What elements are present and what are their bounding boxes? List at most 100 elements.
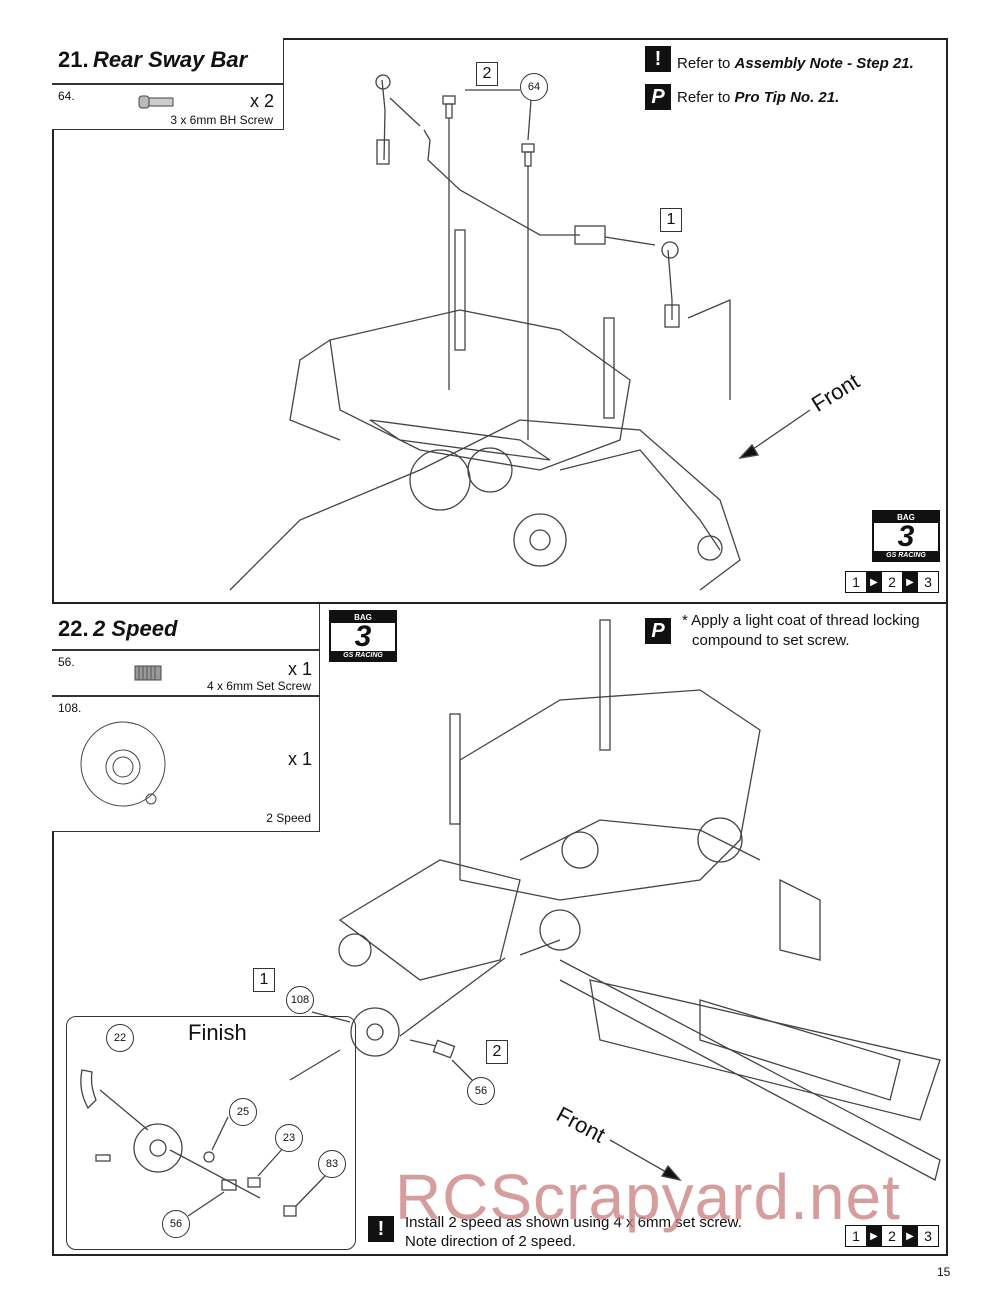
arrow-right-icon: ▶ [867, 571, 881, 593]
part-desc: 3 x 6mm BH Screw [170, 113, 273, 127]
s21-sway-collar [574, 225, 606, 245]
step22-heading: 22. 2 Speed [58, 616, 177, 642]
step22-bag-badge: BAG 3 GS RACING [329, 610, 397, 662]
bag-number: 3 [354, 620, 372, 653]
note-prefix: Refer to [677, 55, 735, 72]
note-emph: Assembly Note - Step 21. [734, 55, 914, 72]
seq-3: 3 [917, 1225, 939, 1247]
s21-upper-deck [329, 309, 631, 471]
s21-leader-1 [604, 236, 656, 246]
step22-title: 2 Speed [93, 616, 178, 641]
finish-leader-25 [211, 1116, 229, 1151]
finish-pin [95, 1154, 111, 1162]
two-speed-icon [78, 719, 168, 809]
page-number: 15 [937, 1265, 951, 1279]
s22-upper-deck [459, 689, 761, 901]
s22-diff [561, 831, 599, 869]
seq-2: 2 [881, 1225, 903, 1247]
part-id: 64. [58, 89, 75, 103]
finish-2speed-body [133, 1123, 183, 1173]
step22-part-108: 108. x 1 2 Speed [52, 696, 320, 832]
finish-spring-23 [247, 1177, 261, 1188]
finish-pointer [289, 1049, 341, 1081]
step21-note-assembly: Refer to Assembly Note - Step 21. [677, 55, 914, 72]
s21-leader-link [687, 299, 731, 400]
bag-brand: GS RACING [331, 651, 395, 661]
s21-pulley-hub [529, 529, 551, 551]
warning-icon: ! [368, 1216, 394, 1242]
step22-note-line1: Install 2 speed as shown using 4 x 6mm s… [405, 1214, 742, 1231]
step-divider [52, 602, 948, 604]
finish-callout-56: 56 [162, 1210, 190, 1238]
s21-screw-b-shank [524, 151, 532, 167]
s22-2speed-hole [366, 1023, 384, 1041]
finish-callout-25: 25 [229, 1098, 257, 1126]
step21-callout-box-2: 2 [476, 62, 498, 86]
step21-title-box: 21. Rear Sway Bar [52, 38, 284, 84]
s22-bearing [539, 909, 581, 951]
s21-post-right [603, 317, 615, 419]
s21-ball-end-top [375, 74, 391, 90]
bag-brand: GS RACING [874, 551, 938, 561]
step21-sequence: 1 ▶ 2 ▶ 3 [845, 570, 939, 594]
s21-screw-a-shank [445, 103, 453, 119]
s22-leader-56 [451, 1059, 473, 1081]
seq-2: 2 [881, 571, 903, 593]
finish-ball-25 [203, 1151, 215, 1163]
s21-front-arrowhead [738, 443, 760, 459]
pro-tip-icon: P [645, 618, 671, 644]
step22-callout-56: 56 [467, 1077, 495, 1105]
step21-note-protip: Refer to Pro Tip No. 21. [677, 89, 839, 106]
s21-chassis-outline [229, 419, 741, 591]
part-qty: x 1 [288, 749, 313, 769]
arrow-right-icon: ▶ [903, 571, 917, 593]
s21-diff-left [409, 449, 471, 511]
step22-sequence: 1 ▶ 2 ▶ 3 [845, 1224, 939, 1248]
step22-pro-tip-line1: * Apply a light coat of thread locking [682, 612, 920, 629]
finish-detail-box [66, 1016, 356, 1250]
step21-number: 21. [58, 47, 89, 72]
seq-1: 1 [845, 1225, 867, 1247]
part-desc: 2 Speed [266, 811, 311, 825]
s22-leader-axle [399, 957, 506, 1037]
s21-screw-a-head [442, 95, 456, 105]
watermark: RCScrapyard.net [395, 1161, 901, 1233]
finish-leader-83 [295, 1175, 326, 1207]
s22-chassis-edge [559, 959, 941, 1181]
s22-arm-left [338, 859, 521, 981]
s21-link-right-top [661, 241, 679, 259]
s21-link-right [667, 249, 673, 320]
s22-bulkhead [519, 819, 761, 861]
part-desc: 4 x 6mm Set Screw [206, 679, 311, 693]
seq-1: 1 [845, 571, 867, 593]
s22-chassis-plate [589, 979, 941, 1121]
finish-leader-56 [187, 1191, 225, 1217]
s21-leader-ball [389, 97, 421, 127]
s22-hub-left [338, 933, 372, 967]
s22-post-left [449, 713, 461, 825]
s22-2speed-body [350, 1007, 400, 1057]
finish-leader-23 [257, 1145, 286, 1177]
s22-leader-setscrew [409, 1039, 437, 1047]
finish-callout-22: 22 [106, 1024, 134, 1052]
note-prefix: Refer to [677, 89, 735, 106]
s22-pulley [697, 817, 743, 863]
step22-note-line2: Note direction of 2 speed. [405, 1233, 576, 1250]
arrow-right-icon: ▶ [903, 1225, 917, 1247]
s21-link-right-bottom [664, 304, 680, 328]
s22-axle [519, 939, 561, 956]
finish-screw-83 [283, 1205, 297, 1217]
step22-pro-tip-line2: compound to set screw. [692, 632, 850, 649]
set-screw-icon [134, 665, 162, 681]
s21-screw-b-head [521, 143, 535, 153]
step21-part-64: 64. x 2 3 x 6mm BH Screw [52, 84, 284, 130]
finish-clip-22 [80, 1069, 97, 1110]
s21-pulley [513, 513, 567, 567]
bag-top: BAG [331, 612, 395, 623]
seq-3: 3 [917, 571, 939, 593]
s21-ball-end-bottom [376, 139, 390, 165]
s22-front-arrowhead [660, 1164, 682, 1182]
s21-gear [467, 447, 513, 493]
step22-part-56: 56. x 1 4 x 6mm Set Screw [52, 650, 320, 696]
